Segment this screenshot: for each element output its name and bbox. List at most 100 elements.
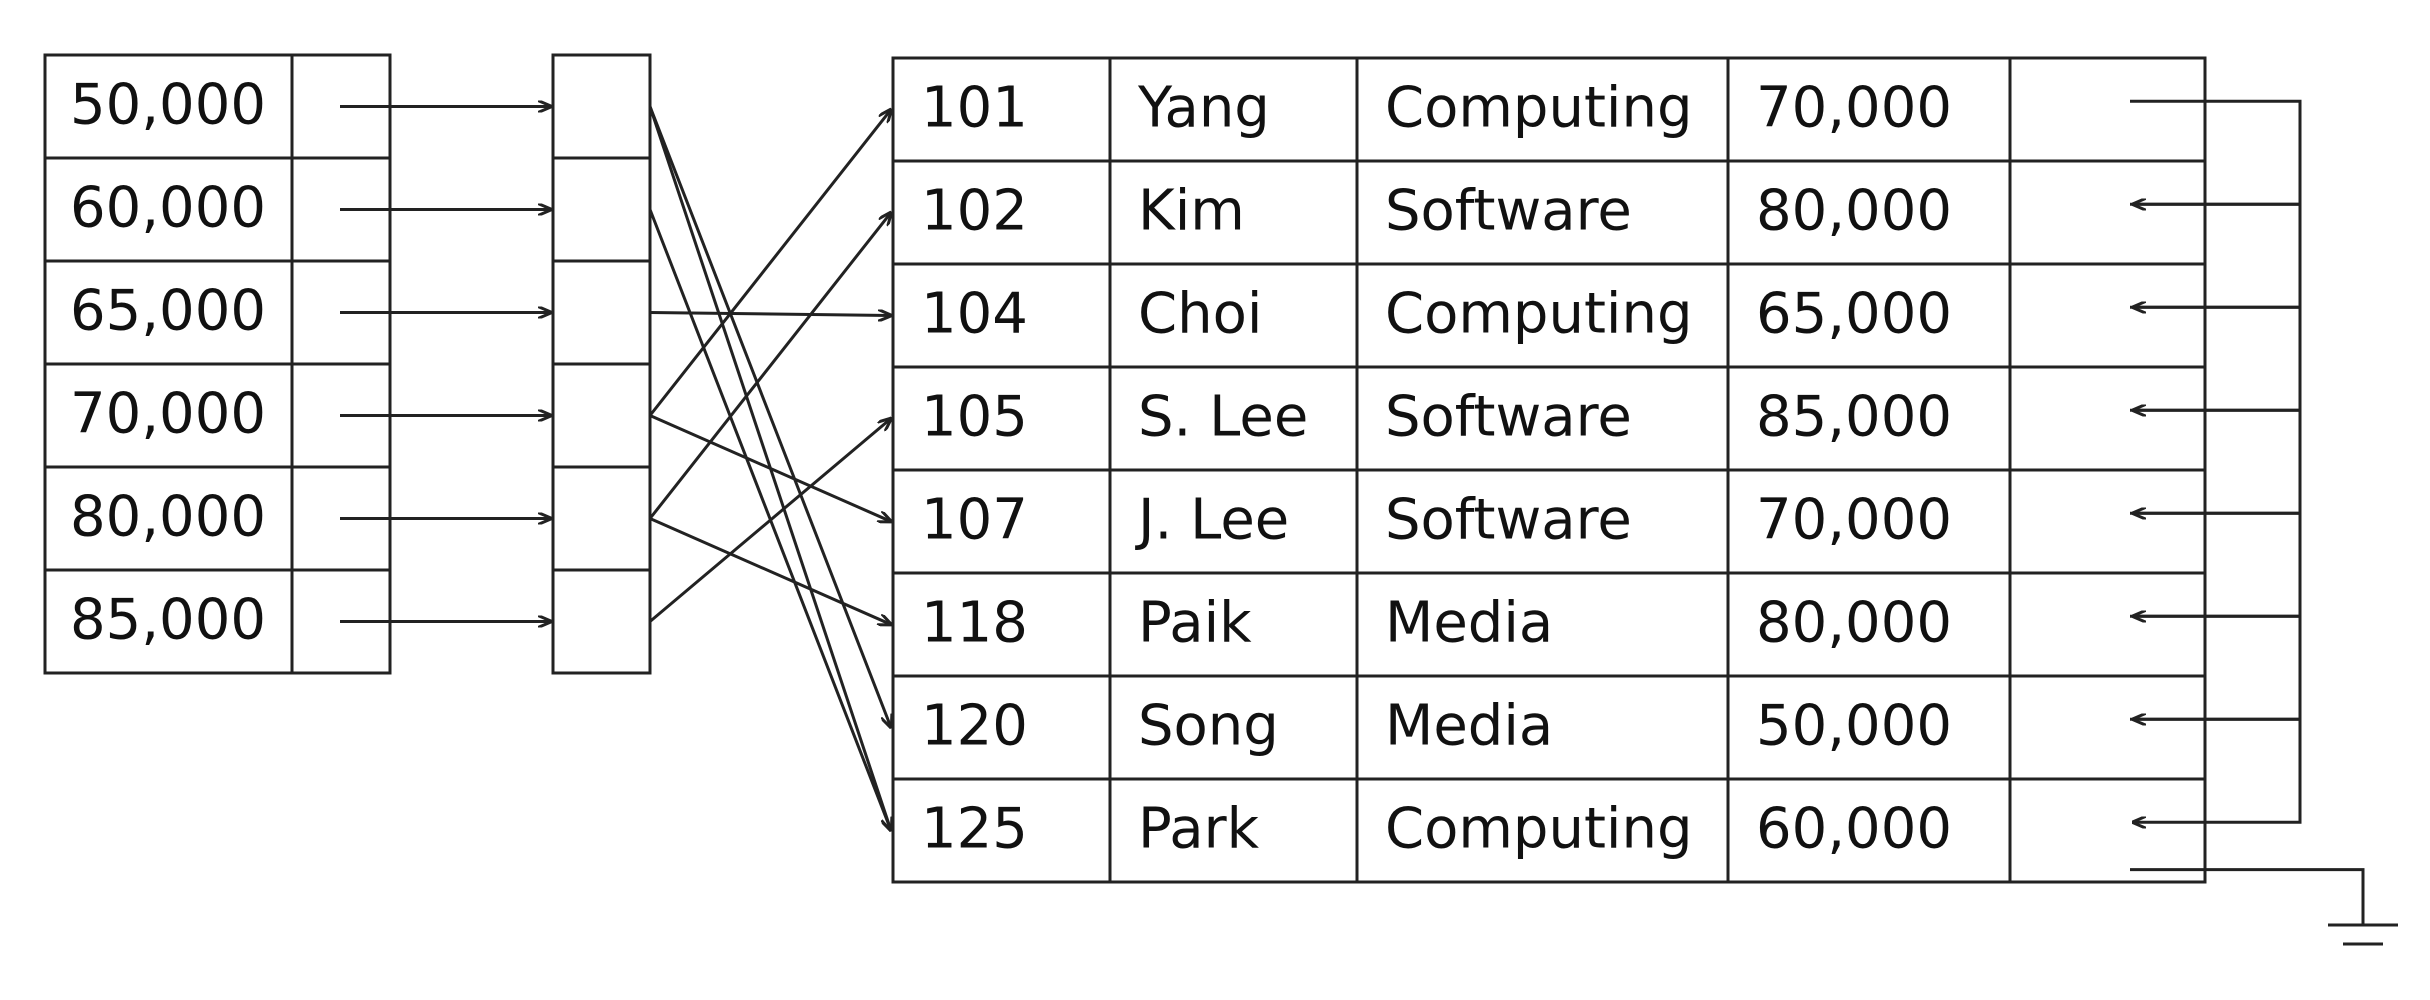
record-next-pointer-cell [2008,674,2207,781]
index-key-label: 65,000 [70,279,266,344]
record-next-pointer-cell [2008,159,2207,266]
record-name-cell [1108,365,1359,472]
record-row: 102 Kim Software 80,000 [891,159,2207,266]
record-id: 105 [921,385,1028,450]
record-salary: 50,000 [1756,694,1952,759]
record-next-pointer-cell [2008,262,2207,369]
bucket-cell [551,156,652,263]
index-to-bucket-arrows [340,107,551,622]
record-dept-cell [1355,365,1730,472]
record-row: 118 Paik Media 80,000 [891,571,2207,678]
record-dept: Media [1385,591,1553,656]
record-row: 120 Song Media 50,000 [891,674,2207,781]
record-salary: 70,000 [1756,76,1952,141]
bucket-record-arrow [649,419,891,623]
record-salary-cell [1726,777,2012,884]
index-key-cell [43,156,294,263]
record-name: Song [1138,694,1279,759]
bucket-record-arrow [649,313,891,316]
record-next-pointer-cell [2008,468,2207,575]
bucket-record-arrow [649,414,891,522]
record-salary: 65,000 [1756,282,1952,347]
record-id-cell [891,159,1112,266]
record-dept: Software [1385,385,1632,450]
index-key-cell [43,53,294,160]
bucket-record-arrow [648,110,891,417]
record-name: Yang [1137,76,1270,141]
record-salary-cell [1726,468,2012,575]
record-next-pointer-cell [2008,571,2207,678]
bucket-record-arrow [648,213,891,520]
record-dept: Computing [1385,282,1693,347]
record-id: 104 [921,282,1028,347]
record-dept: Computing [1385,797,1693,862]
record-name-cell [1108,468,1359,575]
next-record-arrow [2130,717,2302,822]
record-name: Paik [1138,591,1252,656]
record-name-cell [1108,262,1359,369]
record-id: 101 [921,76,1028,141]
bucket-record-arrow [648,105,891,728]
record-id: 120 [921,694,1028,759]
record-name: S. Lee [1138,385,1308,450]
record-salary: 60,000 [1756,797,1952,862]
record-id-cell [891,262,1112,369]
record-next-pointer-cell [2008,365,2207,472]
record-id: 102 [921,179,1028,244]
record-salary-cell [1726,56,2012,163]
bucket-cell [551,568,652,675]
record-row: 105 S. Lee Software 85,000 [891,365,2207,472]
record-name: Park [1138,797,1260,862]
index-key-label: 60,000 [70,176,266,241]
record-name-cell [1108,777,1359,884]
record-salary: 85,000 [1756,385,1952,450]
record-salary-cell [1726,571,2012,678]
record-id-cell [891,56,1112,163]
index-row: 60,000 [43,156,392,263]
record-salary: 80,000 [1756,591,1952,656]
record-name: Choi [1138,282,1262,347]
bucket-column [551,53,652,675]
record-salary-cell [1726,365,2012,472]
record-id-cell [891,365,1112,472]
record-chain-arrows [2130,99,2302,822]
index-key-label: 80,000 [70,485,266,550]
bucket-record-arrow [649,517,891,625]
record-row: 101 Yang Computing 70,000 [891,56,2207,163]
record-row: 125 Park Computing 60,000 [891,777,2207,884]
index-key-label: 70,000 [70,382,266,447]
index-key-label: 50,000 [70,73,266,138]
index-key-label: 85,000 [70,588,266,653]
record-salary: 80,000 [1756,179,1952,244]
record-name-cell [1108,571,1359,678]
bucket-cell [551,362,652,469]
record-dept-cell [1355,777,1730,884]
record-salary: 70,000 [1756,488,1952,553]
record-salary-cell [1726,262,2012,369]
record-next-pointer-cell [2008,777,2207,884]
record-row: 104 Choi Computing 65,000 [891,262,2207,369]
bucket-to-record-arrows [648,105,891,831]
record-name: Kim [1138,179,1245,244]
index-row: 65,000 [43,259,392,366]
record-name-cell [1108,159,1359,266]
record-id: 118 [921,591,1028,656]
index-row: 85,000 [43,568,392,675]
index-row: 70,000 [43,362,392,469]
record-dept: Software [1385,179,1632,244]
null-pointer-line [2130,868,2365,925]
record-id: 125 [921,797,1028,862]
record-dept-cell [1355,56,1730,163]
record-dept-cell [1355,159,1730,266]
record-dept-cell [1355,468,1730,575]
null-ground-icon [2130,868,2398,946]
record-dept: Media [1385,694,1553,759]
index-table: 50,000 60,000 65,000 70,000 80,000 85,000 [43,53,392,675]
index-row: 50,000 [43,53,392,160]
record-dept: Computing [1385,76,1693,141]
record-id: 107 [921,488,1028,553]
bucket-cell [551,259,652,366]
